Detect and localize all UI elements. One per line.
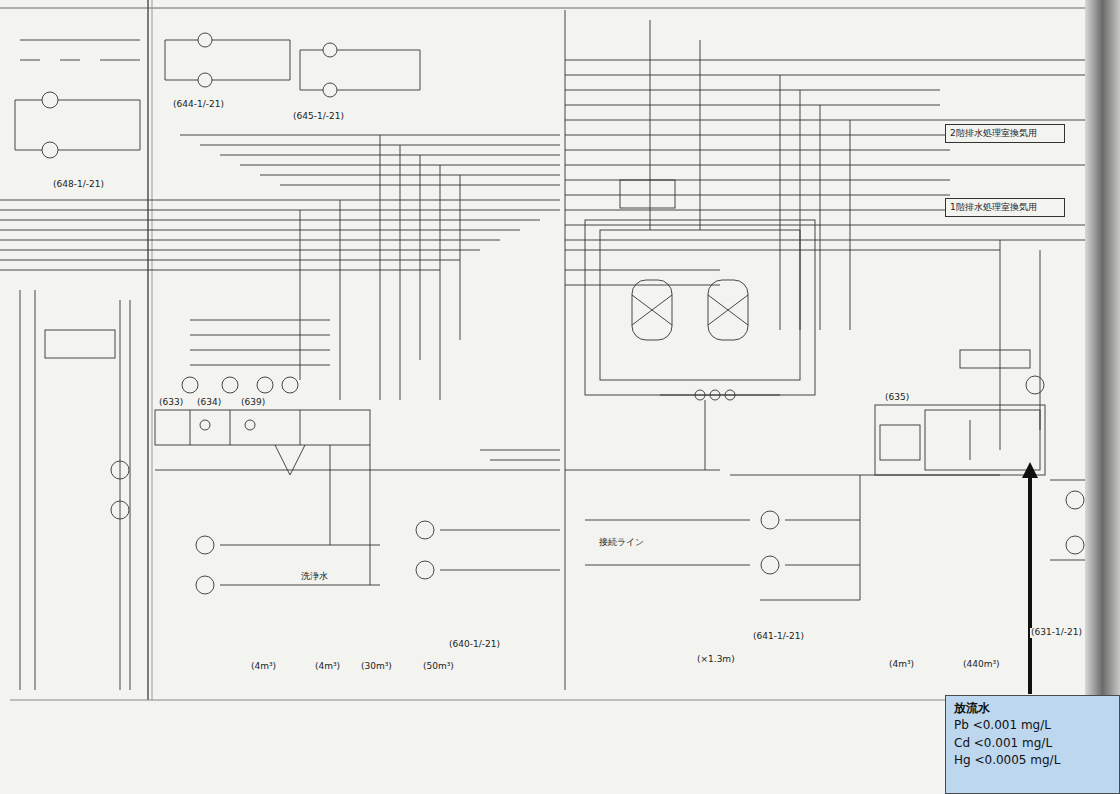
node-text: Hg <0.0005 mg/L [954, 752, 1111, 769]
node-text: Cd <0.001 mg/L [954, 735, 1111, 752]
effluent-callout: 放流水Pb <0.001 mg/LCd <0.001 mg/LHg <0.000… [945, 695, 1120, 794]
equipment-label: (634) [196, 398, 222, 408]
equipment-label: (645-1/-21) [292, 112, 345, 122]
node-title: 放流水 [954, 700, 1111, 717]
vent-label-box: 2階排水処理室換気用 [945, 124, 1065, 143]
equipment-label: 洗浄水 [300, 572, 329, 582]
equipment-label: (50m³) [422, 662, 455, 672]
node-title: 2階排水処理室換気用 [950, 127, 1060, 140]
equipment-label: (639) [240, 398, 266, 408]
equipment-label: (641-1/-21) [752, 632, 805, 642]
equipment-label: (633) [158, 398, 184, 408]
vent-label-box: 1階排水処理室換気用 [945, 198, 1065, 217]
equipment-label: (644-1/-21) [172, 100, 225, 110]
equipment-label: (635) [884, 393, 910, 403]
equipment-label: (640-1/-21) [448, 640, 501, 650]
equipment-label: (440m³) [962, 660, 1001, 670]
node-title: 1階排水処理室換気用 [950, 201, 1060, 214]
equipment-label: (30m³) [360, 662, 393, 672]
equipment-label: (631-1/-21) [1030, 628, 1083, 638]
equipment-label: (×1.3m) [696, 655, 736, 665]
equipment-label: (648-1/-21) [52, 180, 105, 190]
equipment-label: 接続ライン [598, 538, 645, 548]
equipment-label: (4m³) [314, 662, 341, 672]
equipment-label: (4m³) [250, 662, 277, 672]
node-text: Pb <0.001 mg/L [954, 717, 1111, 734]
equipment-label: (4m³) [888, 660, 915, 670]
